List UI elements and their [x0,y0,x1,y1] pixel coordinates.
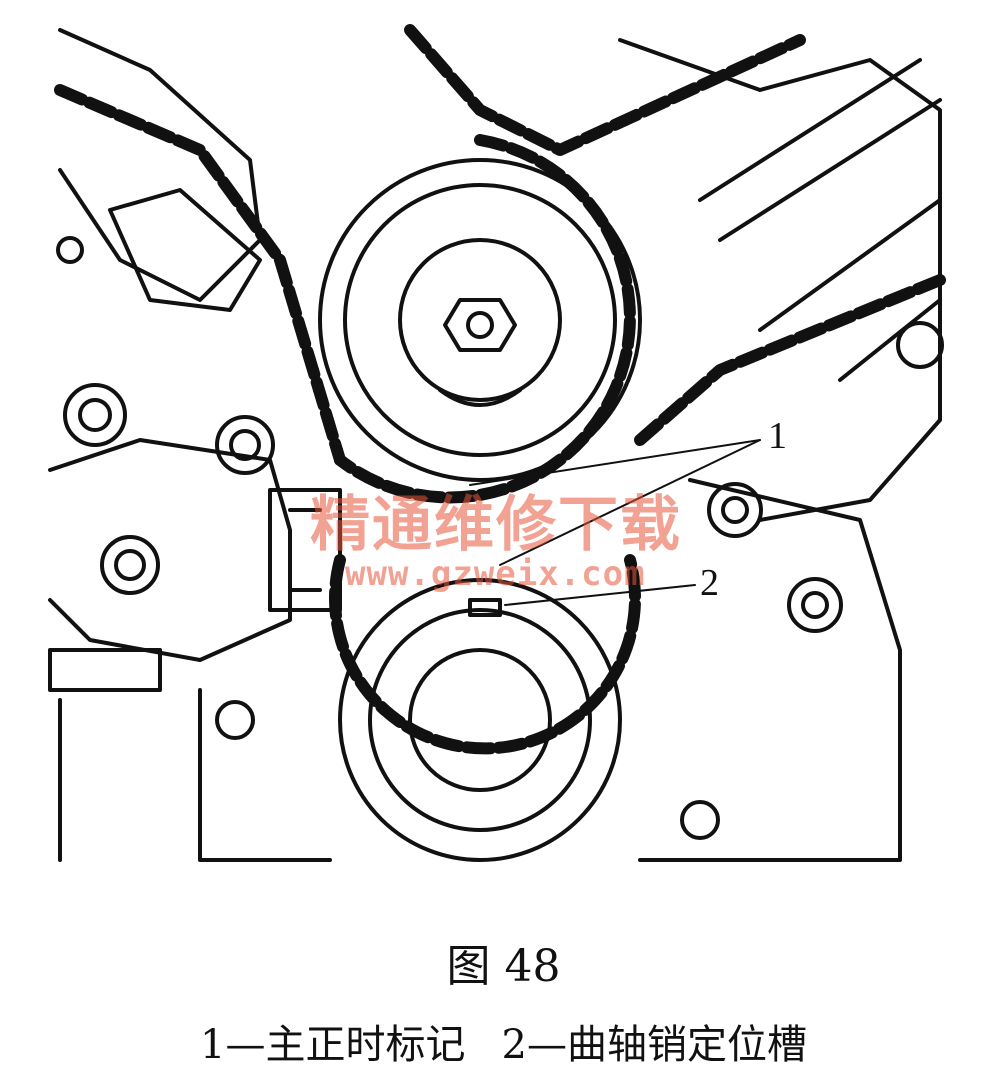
cam-sprocket-hub [398,238,562,402]
block-outline-lower-left [48,438,292,662]
timing-chain-lower [329,554,641,755]
bolt-left-upper-head [78,398,112,432]
bolt-left-lower-head [114,549,146,581]
hole-lower-right [680,800,720,840]
cam-sprocket-keyway [438,388,522,407]
leader-line-1b [499,439,761,566]
bolt-right-lower [787,577,843,633]
bolt-right-middle [707,482,763,538]
diagonal-ribs [698,58,942,382]
figure-title: 图 48 [446,941,561,992]
block-outline-bottom [58,688,332,862]
bolt-right-upper [896,321,944,369]
timing-chain-right-run [634,274,946,446]
block-outline-right [618,38,942,522]
cam-sprocket-outer [318,158,642,482]
timing-chain-diagram: 精通维修下载 www.gzweix.com 1 2 [48,24,946,862]
leader-line-2 [504,584,696,606]
crank-sprocket-hub [408,648,552,792]
leader-line-1a [469,439,761,486]
callout-2: 2 [700,562,719,604]
bolt-left-middle-head [229,429,261,461]
crank-sprocket-outer [338,578,622,862]
bolt-right-middle-head [721,496,749,524]
tensioner-arm [108,188,262,312]
crank-sprocket-rim [368,608,592,832]
cam-sprocket-nut [443,298,517,352]
bolt-right-lower-head [801,591,829,619]
watermark-url: www.gzweix.com [345,554,646,594]
block-outline-lower-right [638,478,902,862]
caption-item-1: 1—主正时标记 [200,1022,466,1068]
bolt-left-lower [100,535,160,595]
bolt-left-upper [63,383,127,447]
block-outline-left [58,28,262,302]
pin-lever [48,648,162,692]
hole-left-top [56,236,84,264]
timing-chain-left-run [54,84,346,466]
figure-caption: 1—主正时标记 2—曲轴销定位槽 [0,1012,1007,1070]
watermark-text: 精通维修下载 [310,490,682,560]
timing-chain-top-run [404,24,806,156]
caption-item-2: 2—曲轴销定位槽 [501,1022,807,1068]
bolt-left-middle [215,415,275,475]
cam-sprocket-rim [343,183,617,457]
cam-sprocket-nut-bore [466,311,494,339]
timing-chain-upper [334,134,636,504]
hole-lower-left [215,700,255,740]
callout-1: 1 [768,415,787,457]
crankshaft-pin-slot [468,598,502,617]
